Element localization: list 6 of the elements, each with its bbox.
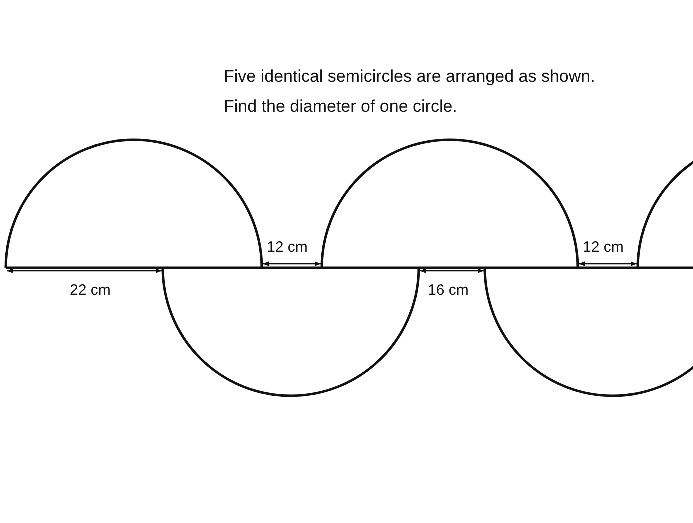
dimension-label: 12 cm: [583, 240, 624, 255]
dimension-label: 12 cm: [267, 240, 308, 255]
dimension-label: 22 cm: [70, 283, 111, 298]
question-text: Five identical semicircles are arranged as shown.: [224, 68, 596, 85]
question-text: Find the diameter of one circle.: [224, 98, 458, 115]
dimension-label: 16 cm: [428, 283, 469, 298]
